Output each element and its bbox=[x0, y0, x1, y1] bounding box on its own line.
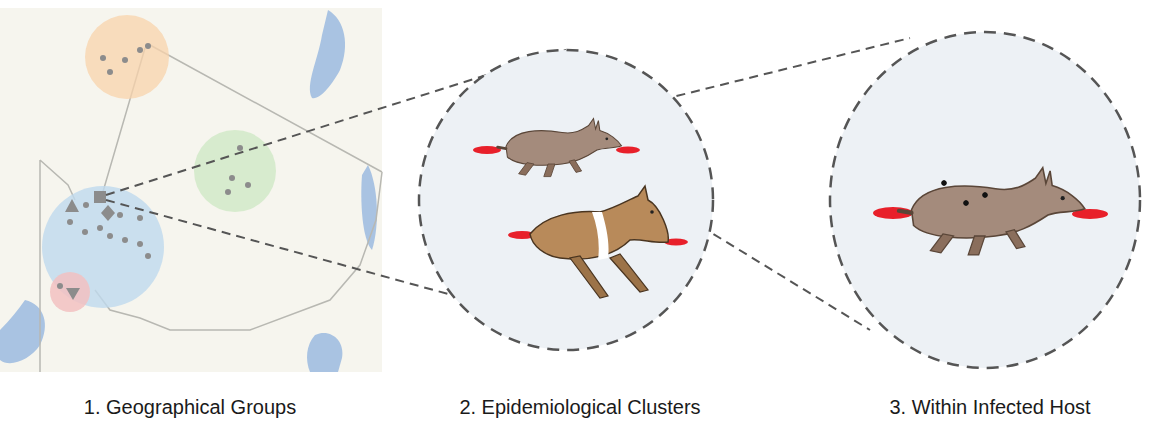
boundary-line bbox=[40, 45, 382, 372]
diamond-marker bbox=[101, 205, 115, 221]
panel-caption: 1. Geographical Groups bbox=[84, 395, 296, 419]
cluster-panel bbox=[419, 50, 713, 350]
pathogen-marks bbox=[941, 180, 988, 206]
infected-deer bbox=[473, 119, 640, 177]
triangle-marker bbox=[66, 288, 80, 300]
sample-dots bbox=[57, 43, 251, 289]
square-marker bbox=[94, 191, 106, 203]
dashed-circle bbox=[830, 32, 1140, 368]
panel-caption: 2. Epidemiological Clusters bbox=[459, 395, 700, 419]
infected-host bbox=[873, 168, 1108, 255]
infected-deer bbox=[508, 186, 688, 298]
host-panel bbox=[830, 32, 1140, 368]
water bbox=[0, 300, 45, 363]
panel-caption: 3. Within Infected Host bbox=[889, 395, 1090, 419]
triangle-marker bbox=[65, 199, 79, 212]
dashed-circle bbox=[419, 50, 713, 350]
group-circle bbox=[85, 15, 169, 99]
water bbox=[307, 333, 342, 372]
group-circle bbox=[194, 130, 276, 212]
map-panel bbox=[0, 8, 382, 372]
map-ground bbox=[0, 8, 382, 372]
water bbox=[310, 10, 345, 98]
group-circle bbox=[50, 272, 90, 312]
